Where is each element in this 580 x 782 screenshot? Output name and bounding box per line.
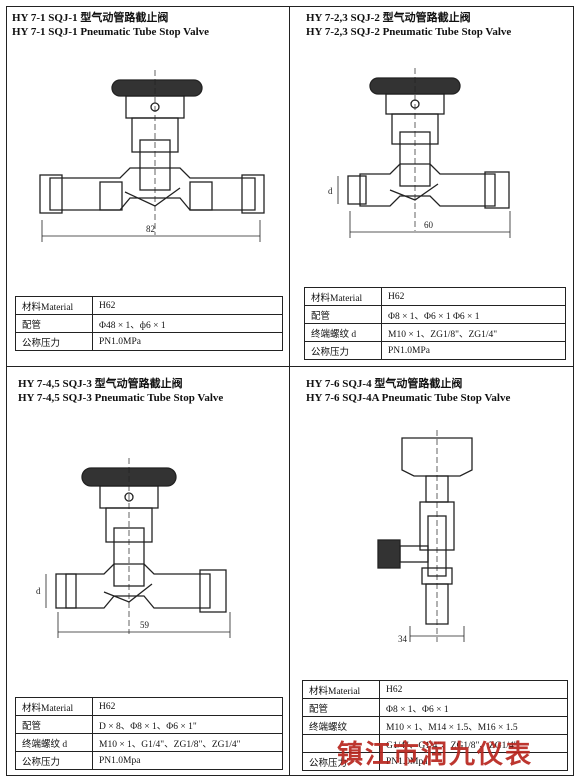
spec-value: M10 × 1、M14 × 1.5、M16 × 1.5 [379,716,568,735]
spec-value: Φ8 × 1、Φ6 × 1 [379,698,568,717]
spec-label [302,734,380,753]
spec-value: H62 [381,287,566,306]
spec-value: M10 × 1、ZG1/8"、ZG1/4" [381,323,566,342]
panel4-width-dim: 34 [398,634,408,644]
spec-label: 公称压力 [15,751,93,770]
spec-value: PN1.0Mpa [379,752,568,771]
valve2-drawing: d 60 [328,68,511,238]
spec-label: 配管 [15,314,93,333]
panel1-title-cn: HY 7-1 SQJ-1 型气动管路截止阀 [12,12,169,24]
panel4-title-en: HY 7-6 SQJ-4A Pneumatic Tube Stop Valve [306,392,511,404]
row-divider [6,366,574,367]
panel3-title-en: HY 7-4,5 SQJ-3 Pneumatic Tube Stop Valve [18,392,224,404]
panel2-title-en: HY 7-2,3 SQJ-2 Pneumatic Tube Stop Valve [306,26,512,38]
panel4-title-cn: HY 7-6 SQJ-4 型气动管路截止阀 [306,378,463,390]
spec-label: 终端螺纹 d [15,733,93,752]
spec-label: 配管 [304,305,382,324]
spec-value: PN1.0MPa [381,341,566,360]
panel2-width-dim: 60 [424,220,434,230]
spec-label: 终端螺纹 d [304,323,382,342]
panel3-title-cn: HY 7-4,5 SQJ-3 型气动管路截止阀 [18,378,183,390]
panel2-title-cn: HY 7-2,3 SQJ-2 型气动管路截止阀 [306,12,471,24]
panel1-title-en: HY 7-1 SQJ-1 Pneumatic Tube Stop Valve [12,26,210,38]
spec-value: H62 [92,697,283,716]
spec-value: PN1.0Mpa [92,751,283,770]
spec-value: H62 [92,296,283,315]
spec-label: 材料Material [302,680,380,699]
valve1-drawing: 82 [39,70,265,242]
spec-label: 配管 [302,698,380,717]
spec-label: 终端螺纹 [302,716,380,735]
spec-label: 公称压力 [304,341,382,360]
spec-value: Φ8 × 1、Φ6 × 1 Φ6 × 1 [381,305,566,324]
spec-label: 公称压力 [15,332,93,351]
spec-label: 配管 [15,715,93,734]
table-row: G1/4"、G1/4"、ZG1/8"、ZG1/4" [302,734,568,753]
spec-value: PN1.0MPa [92,332,283,351]
spec-value: D × 8、Φ8 × 1、Φ6 × 1" [92,715,283,734]
valve3-drawing: d 59 [36,458,231,638]
spec-value: Φ48 × 1、ф6 × 1 [92,314,283,333]
company-watermark: 镇江市润九仪表 [336,740,533,770]
spec-label: 材料Material [15,296,93,315]
valve4-drawing: 34 [377,430,473,644]
spec-value: H62 [379,680,568,699]
page-frame [6,6,574,776]
panel1-width-dim: 82 [146,224,155,234]
spec-label: 材料Material [15,697,93,716]
spec-label: 材料Material [304,287,382,306]
panel2-d-dim: d [328,186,333,196]
spec-value: M10 × 1、G1/4"、ZG1/8"、ZG1/4" [92,733,283,752]
panel3-d-dim: d [36,586,41,596]
panel3-width-dim: 59 [140,620,150,630]
column-divider [289,6,290,776]
